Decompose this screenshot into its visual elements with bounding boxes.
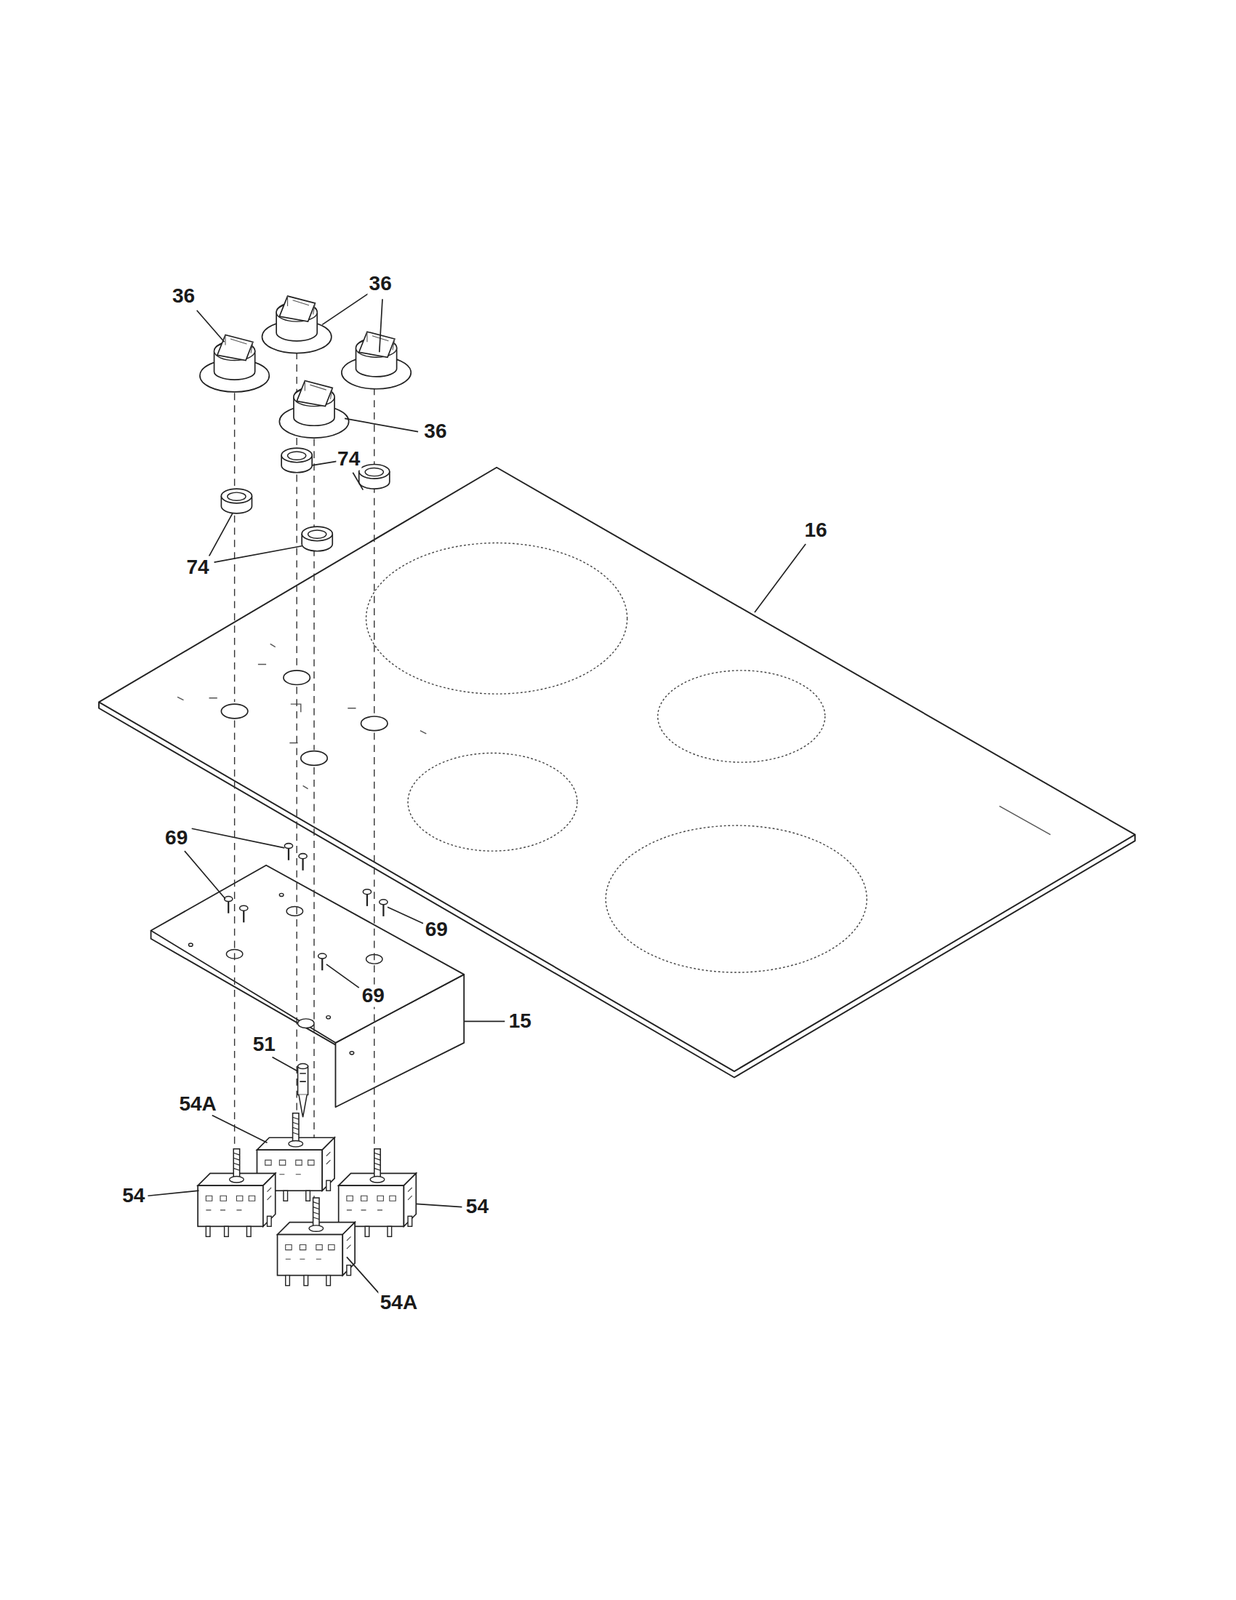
callout-number: 74 <box>185 555 211 579</box>
bushing <box>221 447 389 552</box>
callout-number: 16 <box>803 519 829 542</box>
infinite-switch <box>197 1113 416 1286</box>
indicator-light <box>298 1063 309 1118</box>
callout-number: 54 <box>120 1183 147 1207</box>
cooktop-glass <box>98 467 1135 1078</box>
callout-number: 69 <box>423 917 450 941</box>
assembly-centerline <box>234 351 375 1199</box>
callout-number: 69 <box>360 984 387 1007</box>
callout-number: 51 <box>251 1033 278 1056</box>
callout-number: 54A <box>177 1092 218 1115</box>
leader-line <box>147 293 806 1294</box>
screw <box>224 843 388 971</box>
callout-number: 54A <box>378 1291 419 1314</box>
callout-number: 74 <box>335 447 362 471</box>
control-bracket <box>151 865 465 1107</box>
callout-number: 36 <box>170 284 197 307</box>
control-knob <box>199 295 411 438</box>
callout-number: 36 <box>367 272 394 296</box>
callout-number: 54 <box>464 1195 491 1218</box>
callout-number: 69 <box>163 825 190 849</box>
callout-number: 15 <box>507 1009 533 1033</box>
callout-number: 36 <box>422 420 448 443</box>
